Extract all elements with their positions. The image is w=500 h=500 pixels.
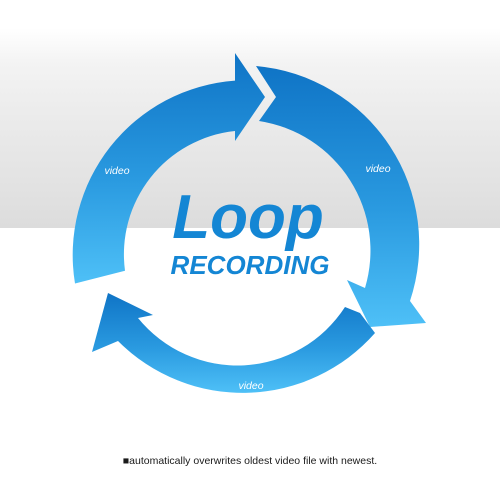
caption-bullet: ■ [122,455,130,467]
segment-label-left: video [104,165,129,177]
ring-segment-top-left [72,53,265,284]
caption: ■automatically overwrites oldest video f… [0,455,500,467]
segment-label-bottom: video [238,380,263,392]
title-loop: Loop [172,183,324,252]
gray-backdrop-band [0,28,500,228]
segment-label-right: video [365,163,390,175]
ring-segment-right [256,66,426,327]
caption-text: automatically overwrites oldest video fi… [129,455,378,467]
ring-segment-bottom [92,293,375,393]
title-recording: RECORDING [171,250,330,280]
